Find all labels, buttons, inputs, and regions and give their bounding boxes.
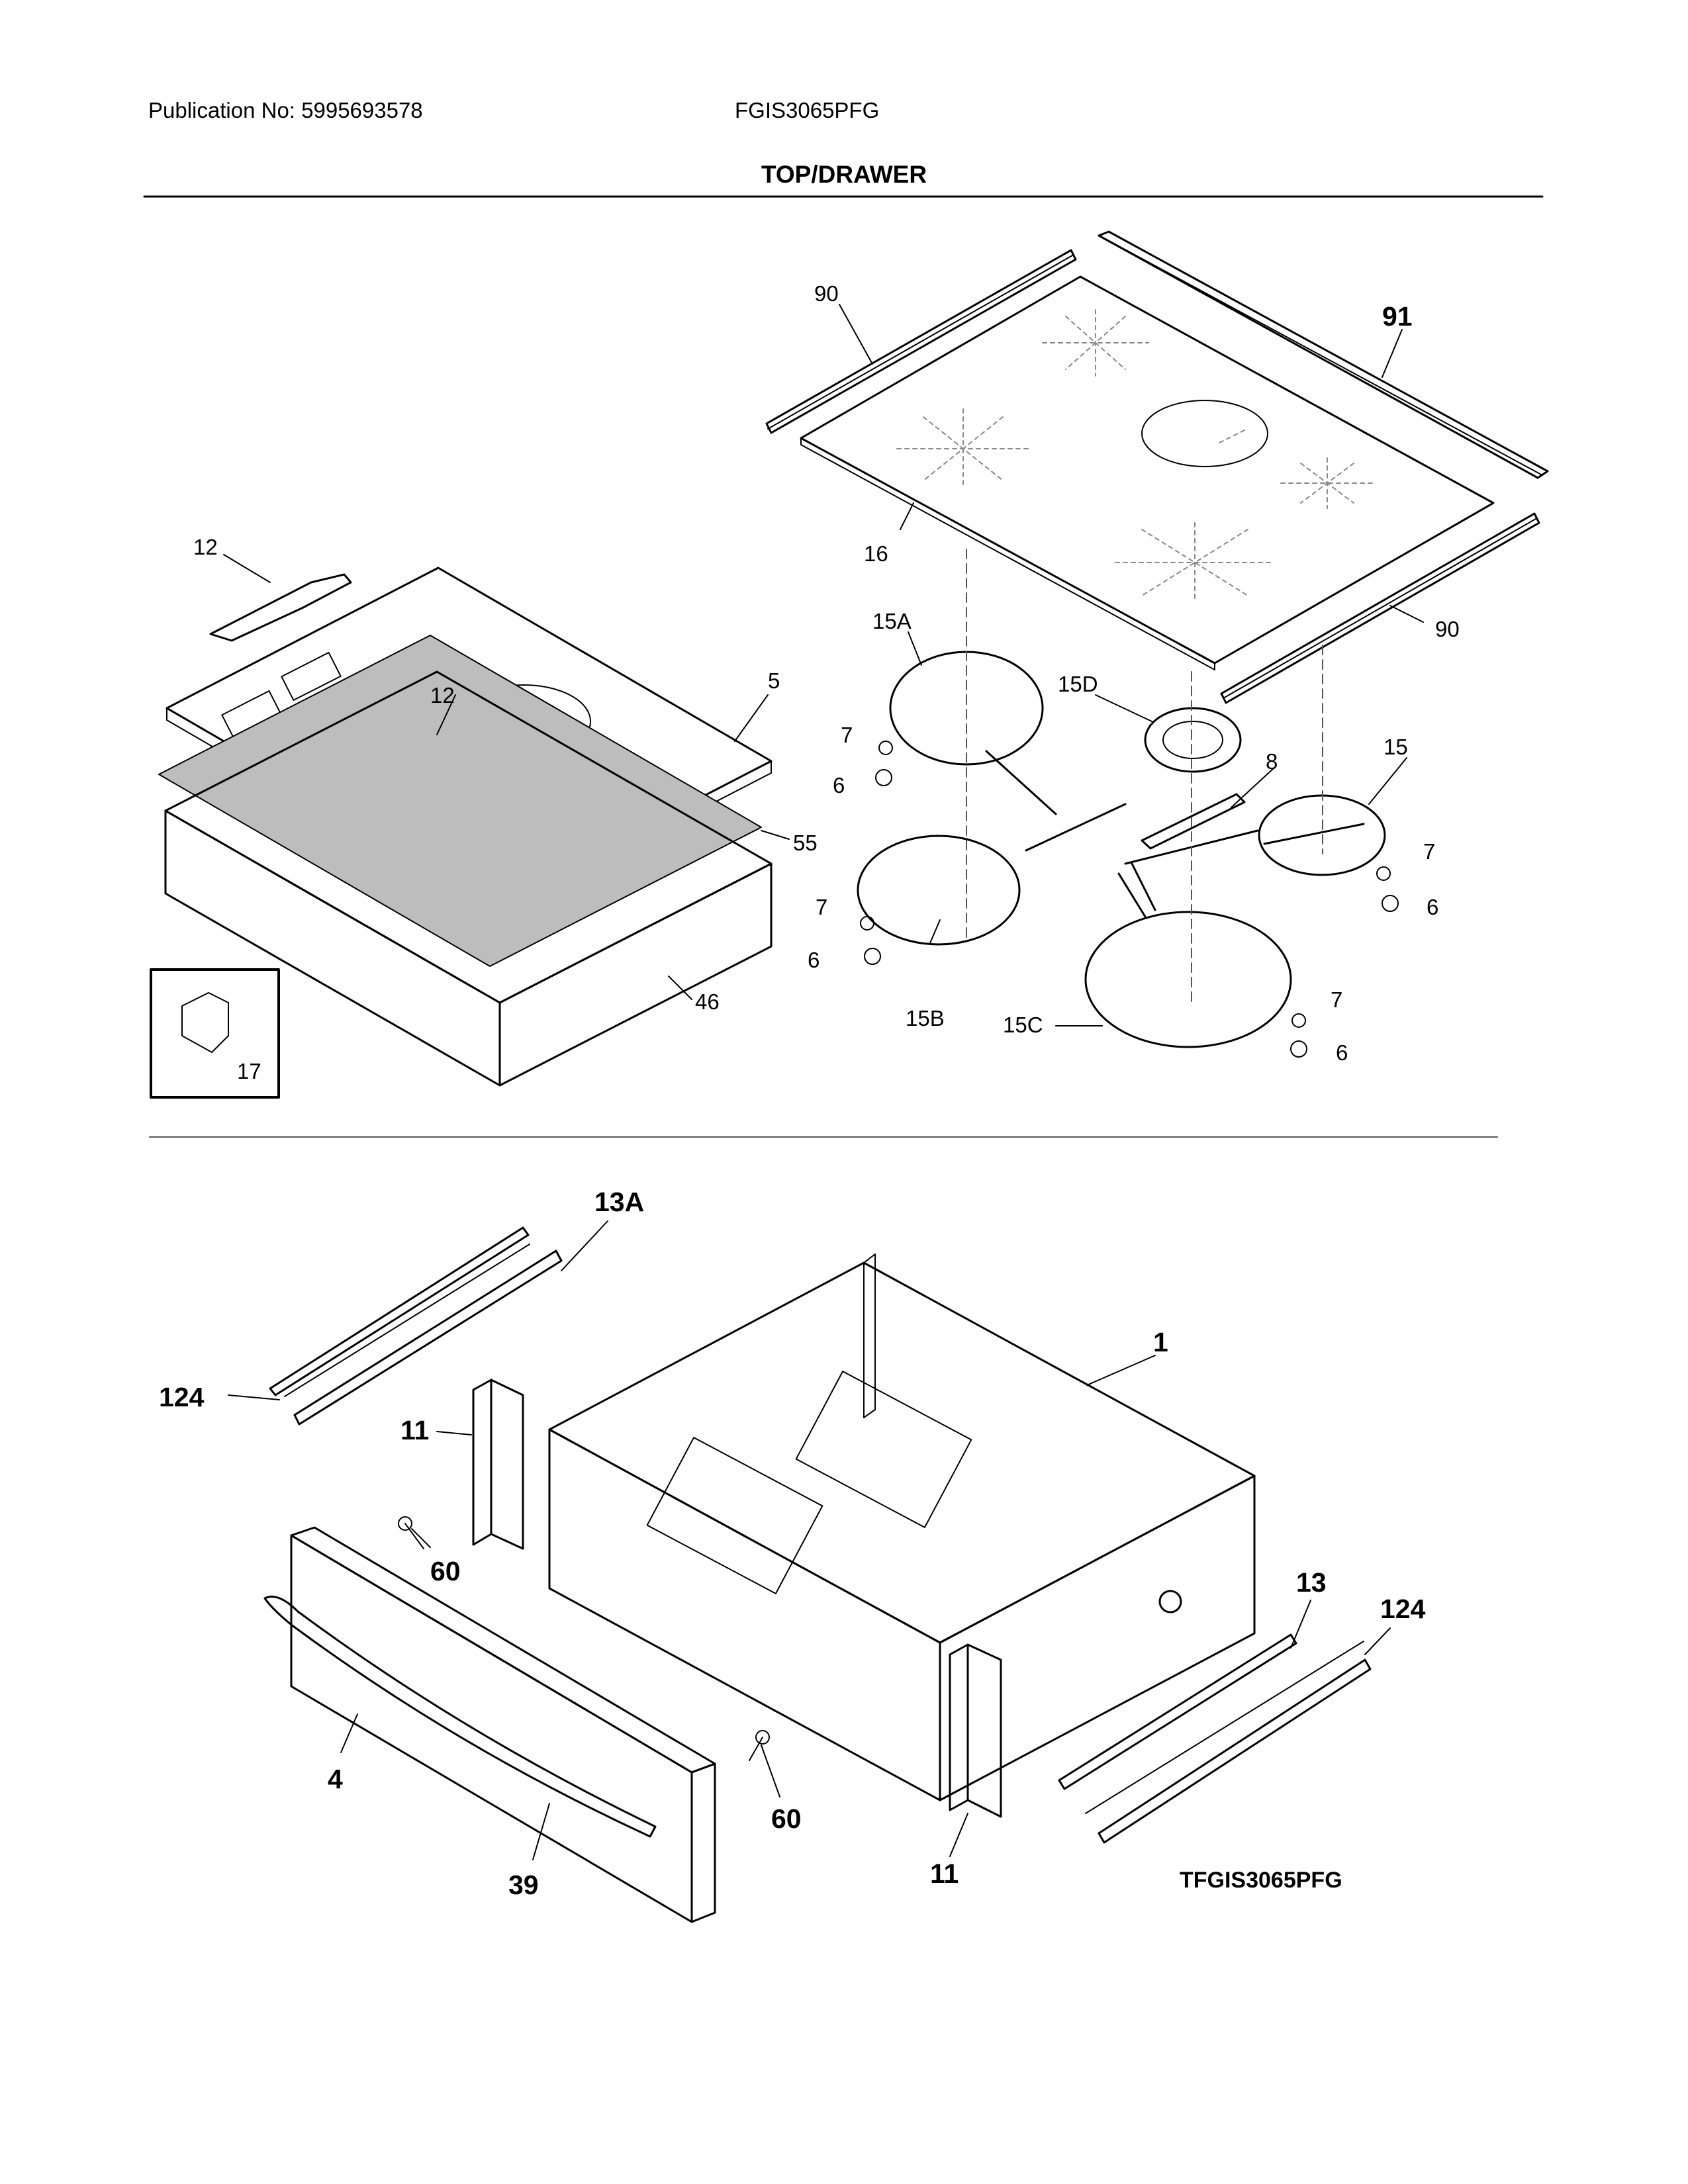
- element-15D-inner: [1162, 721, 1223, 759]
- trim-strip-rear: [765, 249, 1077, 434]
- glass-cooktop: [800, 275, 1495, 670]
- handle-39: [263, 1596, 657, 1838]
- drawer-front-4: [290, 1526, 716, 1923]
- callout-13: 13: [1296, 1567, 1327, 1598]
- trim-strip-front: [1220, 512, 1540, 704]
- callout-91: 91: [1382, 301, 1413, 332]
- callout-12-center: 12: [430, 683, 455, 707]
- drawer-slide-13: [1058, 1633, 1372, 1844]
- callout-8: 8: [1266, 749, 1278, 774]
- drawer-slide-13A: [269, 1226, 563, 1426]
- inset-box-17: [150, 968, 280, 1099]
- bracket-11-right: [949, 1643, 1002, 1818]
- leader-lines-bottom: [228, 1220, 1391, 1860]
- element-15C: [1084, 911, 1292, 1048]
- element-15B: [857, 835, 1021, 946]
- publication-number: Publication No: 5995693578: [148, 98, 423, 122]
- screws-60: [398, 1516, 770, 1761]
- callout-15: 15: [1383, 735, 1408, 759]
- callout-17: 17: [237, 1059, 261, 1083]
- callout-60-right: 60: [771, 1803, 802, 1834]
- callout-11-left: 11: [400, 1415, 429, 1445]
- diagram-reference-code: TFGIS3065PFG: [1180, 1868, 1342, 1893]
- callout-16: 16: [864, 541, 888, 566]
- callout-6-a: 6: [833, 773, 845, 797]
- callout-11-right: 11: [930, 1858, 959, 1889]
- insulation-55: [158, 635, 762, 967]
- callout-7-c: 7: [1423, 839, 1435, 864]
- callout-124-left: 124: [159, 1382, 205, 1412]
- callout-1: 1: [1153, 1327, 1168, 1357]
- drawer-1: [548, 1253, 1256, 1801]
- callout-7-d: 7: [1331, 987, 1342, 1012]
- element-15D: [1144, 707, 1242, 773]
- bracket-11-left: [472, 1379, 524, 1550]
- bracket-12-left: [209, 573, 352, 642]
- callout-13A: 13A: [594, 1187, 644, 1217]
- bracket-8: [1141, 793, 1246, 850]
- callout-55: 55: [793, 831, 818, 855]
- fasteners: [860, 741, 1399, 1058]
- callout-6-b: 6: [808, 948, 820, 972]
- callout-90-front: 90: [1435, 617, 1460, 641]
- callout-7-b: 7: [816, 895, 827, 919]
- callout-39: 39: [508, 1870, 539, 1900]
- bottom-frame-46: [164, 670, 773, 1087]
- side-trim-91: [1098, 230, 1549, 479]
- bracket-17: [181, 992, 229, 1053]
- callout-15B: 15B: [906, 1006, 945, 1030]
- callout-124-right: 124: [1380, 1594, 1426, 1624]
- callout-7-a: 7: [841, 723, 853, 747]
- callout-15A: 15A: [872, 609, 912, 633]
- callout-60-left: 60: [430, 1556, 461, 1586]
- callout-46: 46: [695, 989, 720, 1014]
- alignment-lines: [966, 549, 1323, 1007]
- callout-90-rear: 90: [814, 281, 839, 306]
- callout-6-d: 6: [1336, 1040, 1348, 1065]
- callout-6-c: 6: [1427, 895, 1438, 919]
- callout-15D: 15D: [1058, 672, 1098, 696]
- callout-5: 5: [768, 668, 780, 693]
- callout-15C: 15C: [1003, 1013, 1043, 1037]
- element-leads: [985, 750, 1365, 918]
- callout-4: 4: [328, 1764, 343, 1794]
- callout-12-left: 12: [193, 535, 218, 559]
- leader-lines-top: [223, 304, 1424, 1026]
- section-title: TOP/DRAWER: [761, 161, 927, 188]
- model-number: FGIS3065PFG: [735, 98, 880, 122]
